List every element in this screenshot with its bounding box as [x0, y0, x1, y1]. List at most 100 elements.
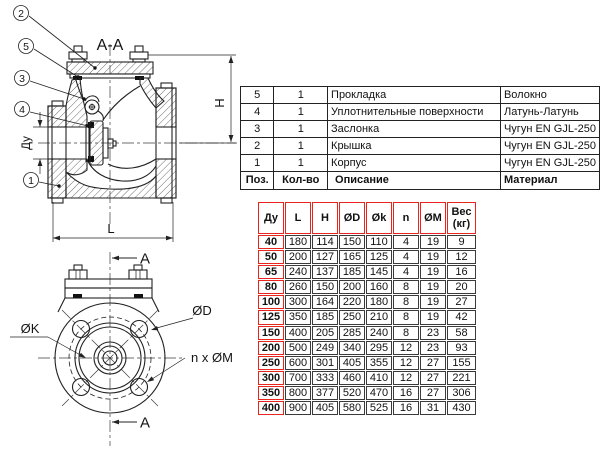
dims-value-cell: 250 [339, 310, 365, 325]
parts-header-cell: Поз. [239, 171, 275, 190]
dims-value-cell: 249 [312, 340, 338, 355]
valve-body [47, 77, 177, 204]
dims-value-cell: 240 [366, 325, 392, 340]
valve-cover [66, 61, 154, 80]
parts-cell: Прокладка [327, 86, 501, 104]
dims-value-cell: 160 [366, 280, 392, 295]
dims-value-cell: 23 [420, 340, 446, 355]
parts-cell: 3 [239, 120, 275, 138]
dims-value-cell: 306 [447, 385, 476, 401]
dims-value-cell: 700 [285, 370, 311, 385]
dims-value-cell: 580 [339, 401, 365, 416]
parts-cell: 1 [273, 120, 329, 138]
cover-bolt-left [68, 45, 88, 63]
parts-cell: 1 [273, 154, 329, 172]
dims-value-cell: 16 [393, 401, 419, 416]
dims-value-cell: 210 [366, 310, 392, 325]
dims-value-cell: 125 [366, 250, 392, 265]
dims-value-cell: 285 [339, 325, 365, 340]
dims-value-cell: 19 [420, 280, 446, 295]
dims-value-cell: 301 [312, 355, 338, 370]
dims-dn-cell: 50 [258, 250, 284, 265]
dims-header-cell: Ду [258, 202, 284, 234]
dims-value-cell: 114 [312, 235, 338, 250]
dims-value-cell: 525 [366, 401, 392, 416]
dims-header-cell: H [312, 202, 338, 234]
dims-value-cell: 93 [447, 340, 476, 355]
dims-value-cell: 600 [285, 355, 311, 370]
dims-value-cell: 430 [447, 401, 476, 416]
dims-value-cell: 300 [285, 295, 311, 310]
dims-value-cell: 240 [285, 265, 311, 280]
parts-cell: Чугун EN GJL-250 [499, 137, 600, 155]
dims-value-cell: 221 [447, 370, 476, 385]
dims-value-cell: 180 [285, 235, 311, 250]
parts-cell: 1 [273, 86, 329, 104]
dims-header-cell: Вес (кг) [447, 202, 476, 234]
dims-value-cell: 27 [447, 295, 476, 310]
balloon-callout-3: 3 [19, 73, 25, 85]
dims-value-cell: 460 [339, 370, 365, 385]
bolt-holes-callout [147, 357, 186, 382]
dims-value-cell: 19 [420, 295, 446, 310]
dims-value-cell: 150 [312, 280, 338, 295]
dims-value-cell: 220 [339, 295, 365, 310]
dims-value-cell: 19 [420, 310, 446, 325]
dims-value-cell: 350 [285, 310, 311, 325]
dims-dn-cell: 200 [258, 340, 284, 355]
dims-value-cell: 405 [339, 355, 365, 370]
dims-header-cell: L [285, 202, 311, 234]
dims-value-cell: 12 [393, 340, 419, 355]
dims-dn-cell: 250 [258, 355, 284, 370]
section-cut-line [112, 255, 137, 425]
dims-value-cell: 410 [366, 370, 392, 385]
dims-dn-cell: 150 [258, 325, 284, 340]
valve-disc [85, 120, 117, 166]
dimension-L-label: L [107, 221, 114, 236]
parts-cell: 1 [273, 137, 329, 155]
dims-value-cell: 470 [366, 385, 392, 401]
dims-value-cell: 150 [339, 235, 365, 250]
front-view-drawing: A A ØK ØD n x ØM [10, 251, 233, 446]
dims-value-cell: 185 [339, 265, 365, 280]
dims-dn-cell: 40 [258, 235, 284, 250]
front-centerlines [38, 252, 182, 446]
section-view-drawing: A-A 2 5 3 4 1 H Ду [13, 5, 237, 242]
dims-dn-cell: 350 [258, 385, 284, 401]
dims-value-cell: 27 [420, 370, 446, 385]
dims-value-cell: 180 [366, 295, 392, 310]
section-arrow-label-bottom: A [140, 415, 150, 432]
dims-value-cell: 58 [447, 325, 476, 340]
parts-cell: Волокно [499, 86, 600, 104]
dimension-H [148, 54, 236, 144]
dims-header-cell: Øk [366, 202, 392, 234]
parts-cell: Корпус [327, 154, 501, 172]
dims-value-cell: 4 [393, 265, 419, 280]
dims-value-cell: 27 [420, 355, 446, 370]
dims-value-cell: 31 [420, 401, 446, 416]
dims-header-cell: n [393, 202, 419, 234]
balloon-callout-1: 1 [28, 175, 34, 187]
balloon-callout-4: 4 [19, 104, 25, 116]
dims-dn-cell: 125 [258, 310, 284, 325]
dimension-L [52, 202, 174, 242]
section-title: A-A [97, 37, 124, 54]
dims-value-cell: 800 [285, 385, 311, 401]
dims-value-cell: 12 [393, 370, 419, 385]
dims-header-cell: ØM [420, 202, 446, 234]
dims-value-cell: 19 [420, 235, 446, 250]
dims-value-cell: 4 [393, 235, 419, 250]
dims-value-cell: 8 [393, 310, 419, 325]
